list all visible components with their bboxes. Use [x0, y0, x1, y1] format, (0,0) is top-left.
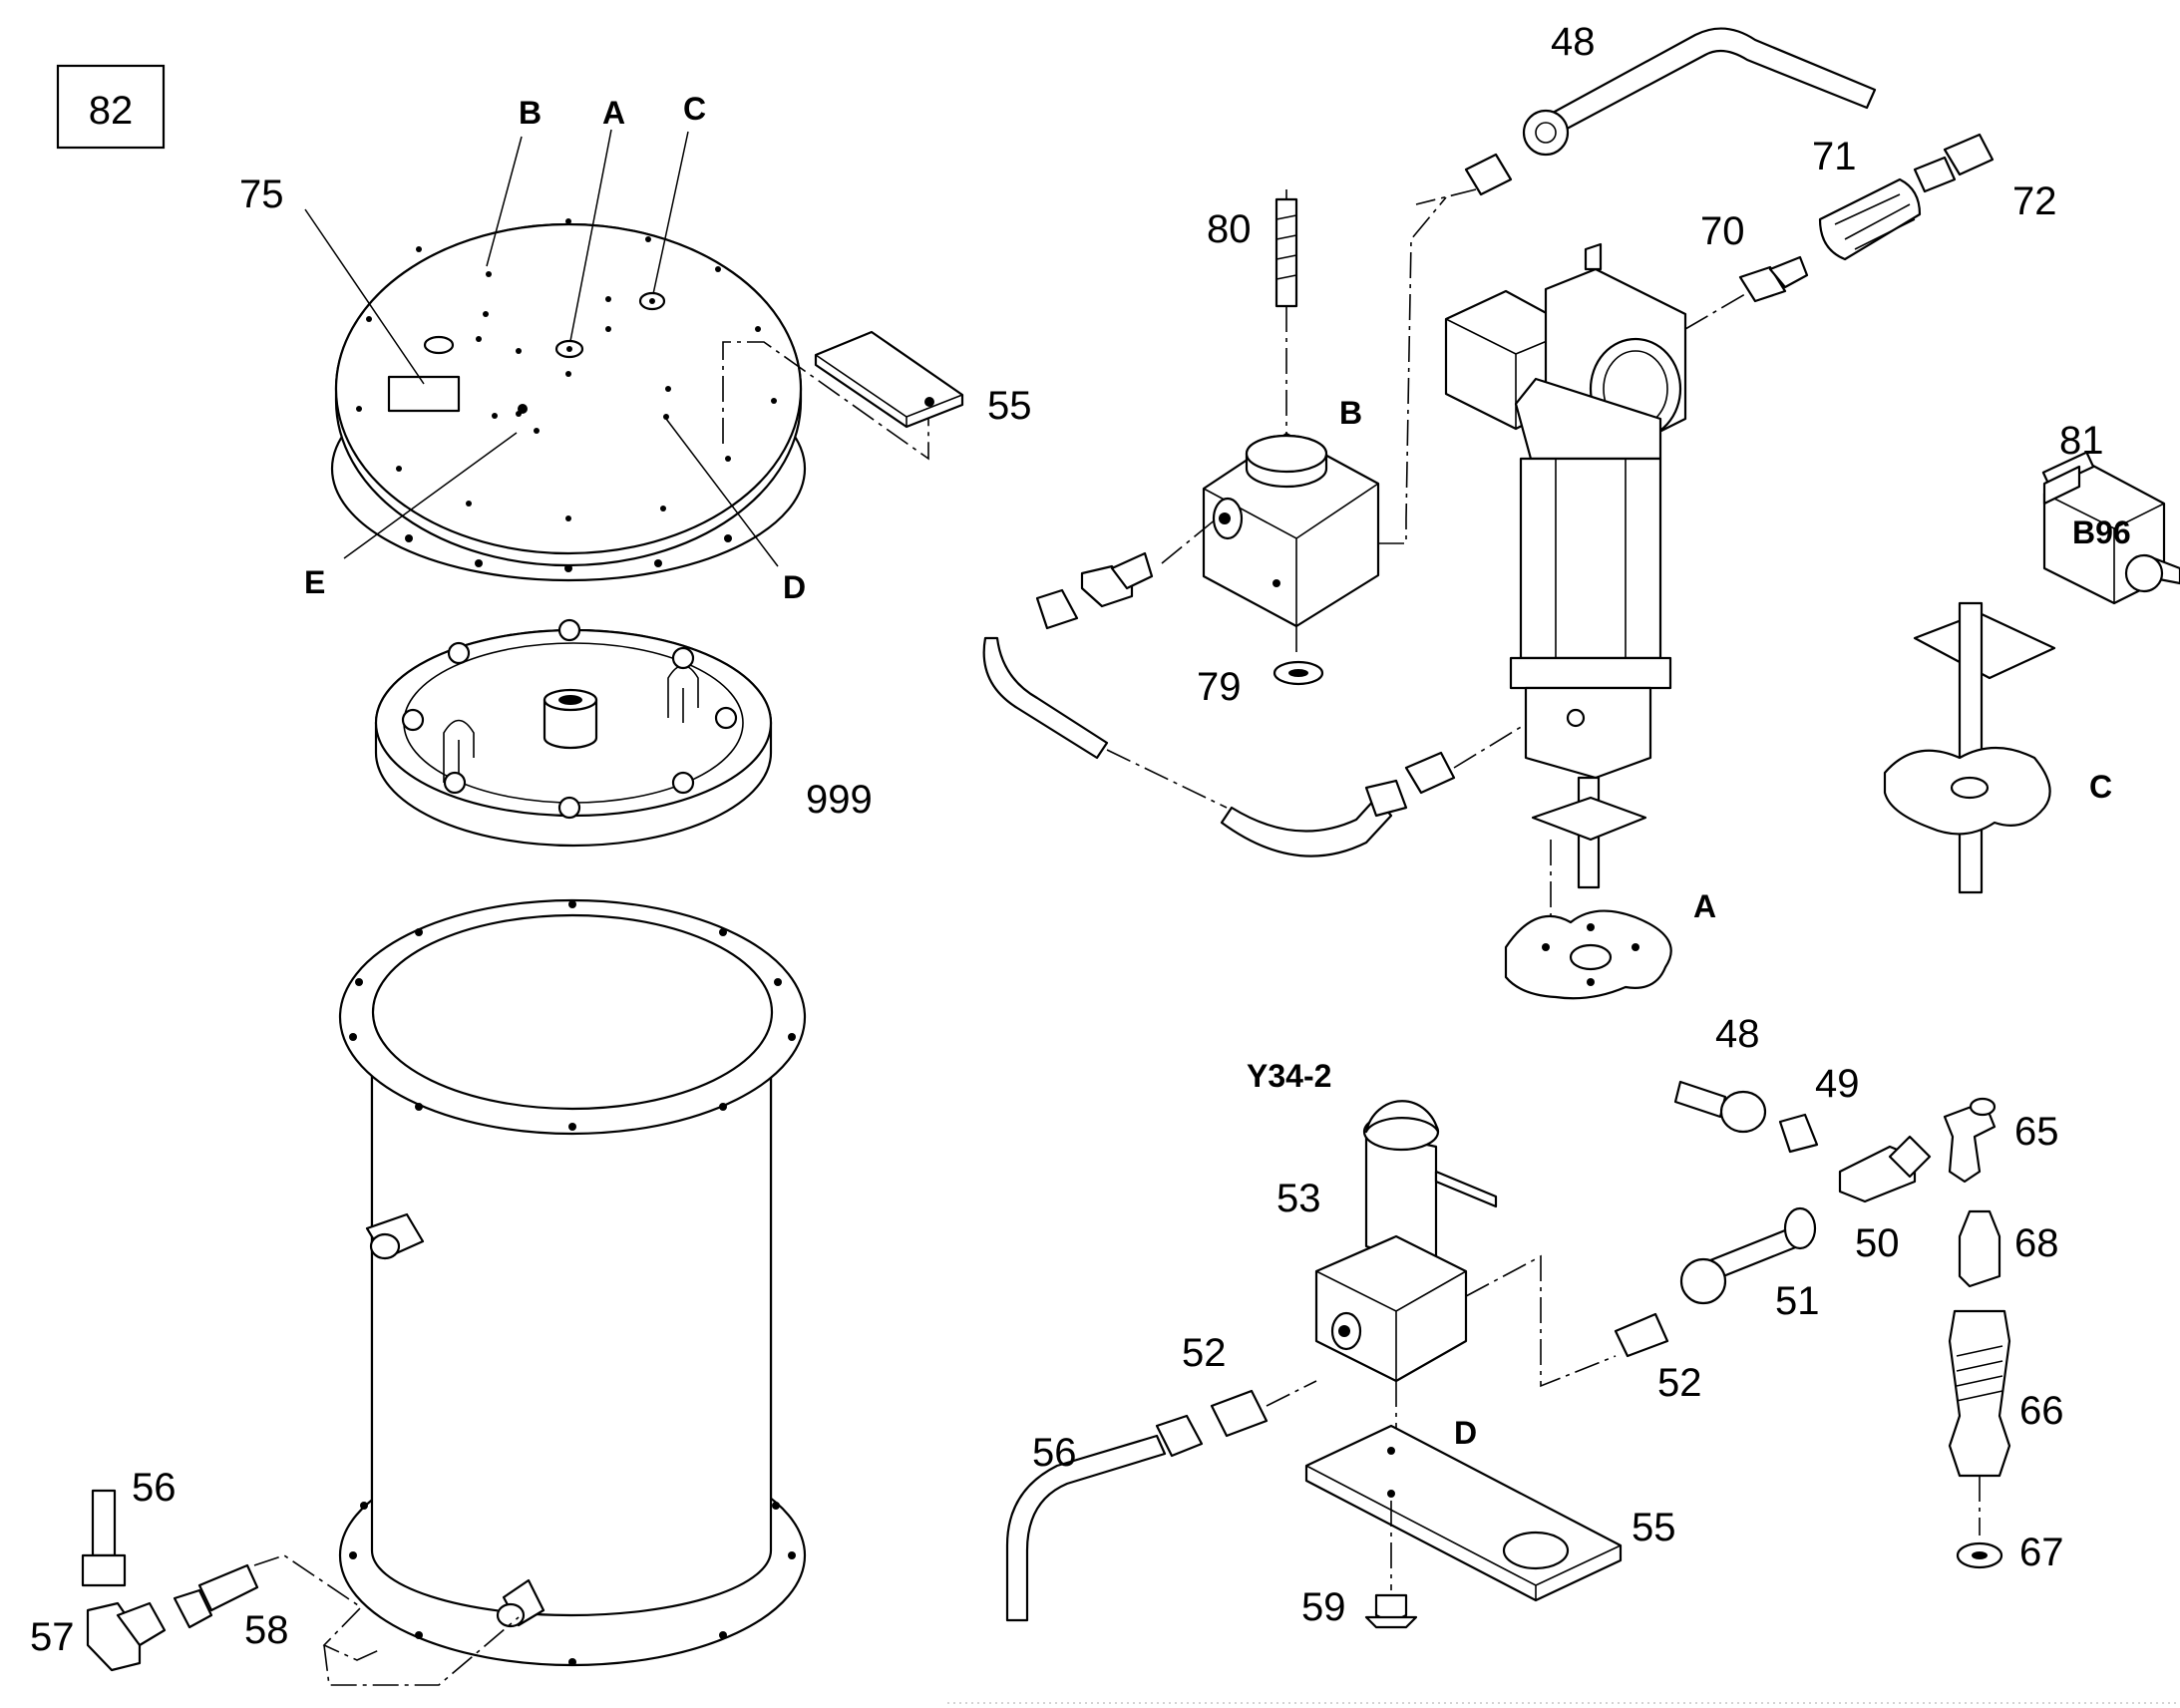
label-e: E [304, 564, 325, 600]
part-71: 71 [1812, 135, 1857, 178]
fittings-48-49-50-51-52 [1614, 1080, 1932, 1358]
part-56-bottom: 56 [1032, 1431, 1077, 1475]
part-55-bottom: 55 [1632, 1506, 1676, 1549]
cylinder-assembly [1444, 242, 1746, 922]
part-70: 70 [1700, 209, 1745, 253]
part-66: 66 [2019, 1389, 2064, 1433]
part-51: 51 [1775, 1279, 1820, 1323]
part-79: 79 [1197, 665, 1242, 709]
label-d: D [783, 569, 806, 605]
drum-tank [338, 898, 807, 1667]
part-55-top: 55 [987, 384, 1032, 428]
drum-bottom-holes [349, 1502, 796, 1666]
cover-bolts [401, 618, 738, 820]
bracket-d [1304, 1424, 1623, 1629]
part-65: 65 [2014, 1110, 2059, 1154]
part-50: 50 [1855, 1221, 1900, 1265]
part-52-right: 52 [1657, 1361, 1702, 1405]
label-c: C [683, 91, 706, 127]
part-75: 75 [239, 172, 284, 216]
cover-999 [374, 618, 773, 848]
fittings-65-66-67-68 [1943, 1097, 2011, 1569]
sensor-b96 [1883, 451, 2180, 894]
part-56-left: 56 [132, 1466, 177, 1510]
label-a: A [602, 95, 625, 131]
label-flange-a: A [1693, 888, 1716, 924]
label-bracket-d: D [1454, 1415, 1477, 1451]
part-68: 68 [2014, 1221, 2059, 1265]
part-48-bottom: 48 [1715, 1012, 1760, 1056]
part-58: 58 [244, 1608, 289, 1652]
part-80: 80 [1207, 207, 1252, 251]
hose-48-top [1415, 27, 1877, 205]
page-number: 82 [89, 89, 134, 133]
part-49: 49 [1815, 1062, 1860, 1106]
lid-leaders [304, 129, 779, 567]
part-81: 81 [2059, 419, 2104, 463]
bracket-55-top [722, 330, 964, 461]
part-52-left: 52 [1182, 1331, 1227, 1375]
fittings-56-57-58 [81, 1489, 520, 1686]
part-67: 67 [2019, 1531, 2064, 1574]
fittings-70-71-72 [1738, 133, 1995, 303]
part-48-top: 48 [1551, 20, 1596, 64]
label-y34-2: Y34-2 [1247, 1058, 1331, 1094]
label-b: B [519, 95, 542, 131]
solenoid-valve-y34 [1314, 1100, 1617, 1436]
part-72: 72 [2012, 179, 2057, 223]
label-81-tag [2042, 465, 2081, 506]
part-57: 57 [30, 1615, 75, 1659]
part-53: 53 [1276, 1177, 1321, 1220]
flange-a [1504, 909, 1672, 1000]
label-flange-c: C [2089, 769, 2112, 805]
valve-block-b [1202, 189, 1447, 686]
drum-top-holes [349, 900, 796, 1131]
label-block-b: B [1339, 395, 1362, 431]
hose-assembly-b [982, 517, 1537, 857]
part-59: 59 [1301, 1585, 1346, 1629]
page-number-box: 82 [56, 64, 166, 150]
label-plate [387, 375, 461, 413]
label-b96: B96 [2072, 514, 2131, 550]
part-999: 999 [806, 778, 873, 822]
hose-56-bottom [1005, 1380, 1317, 1622]
